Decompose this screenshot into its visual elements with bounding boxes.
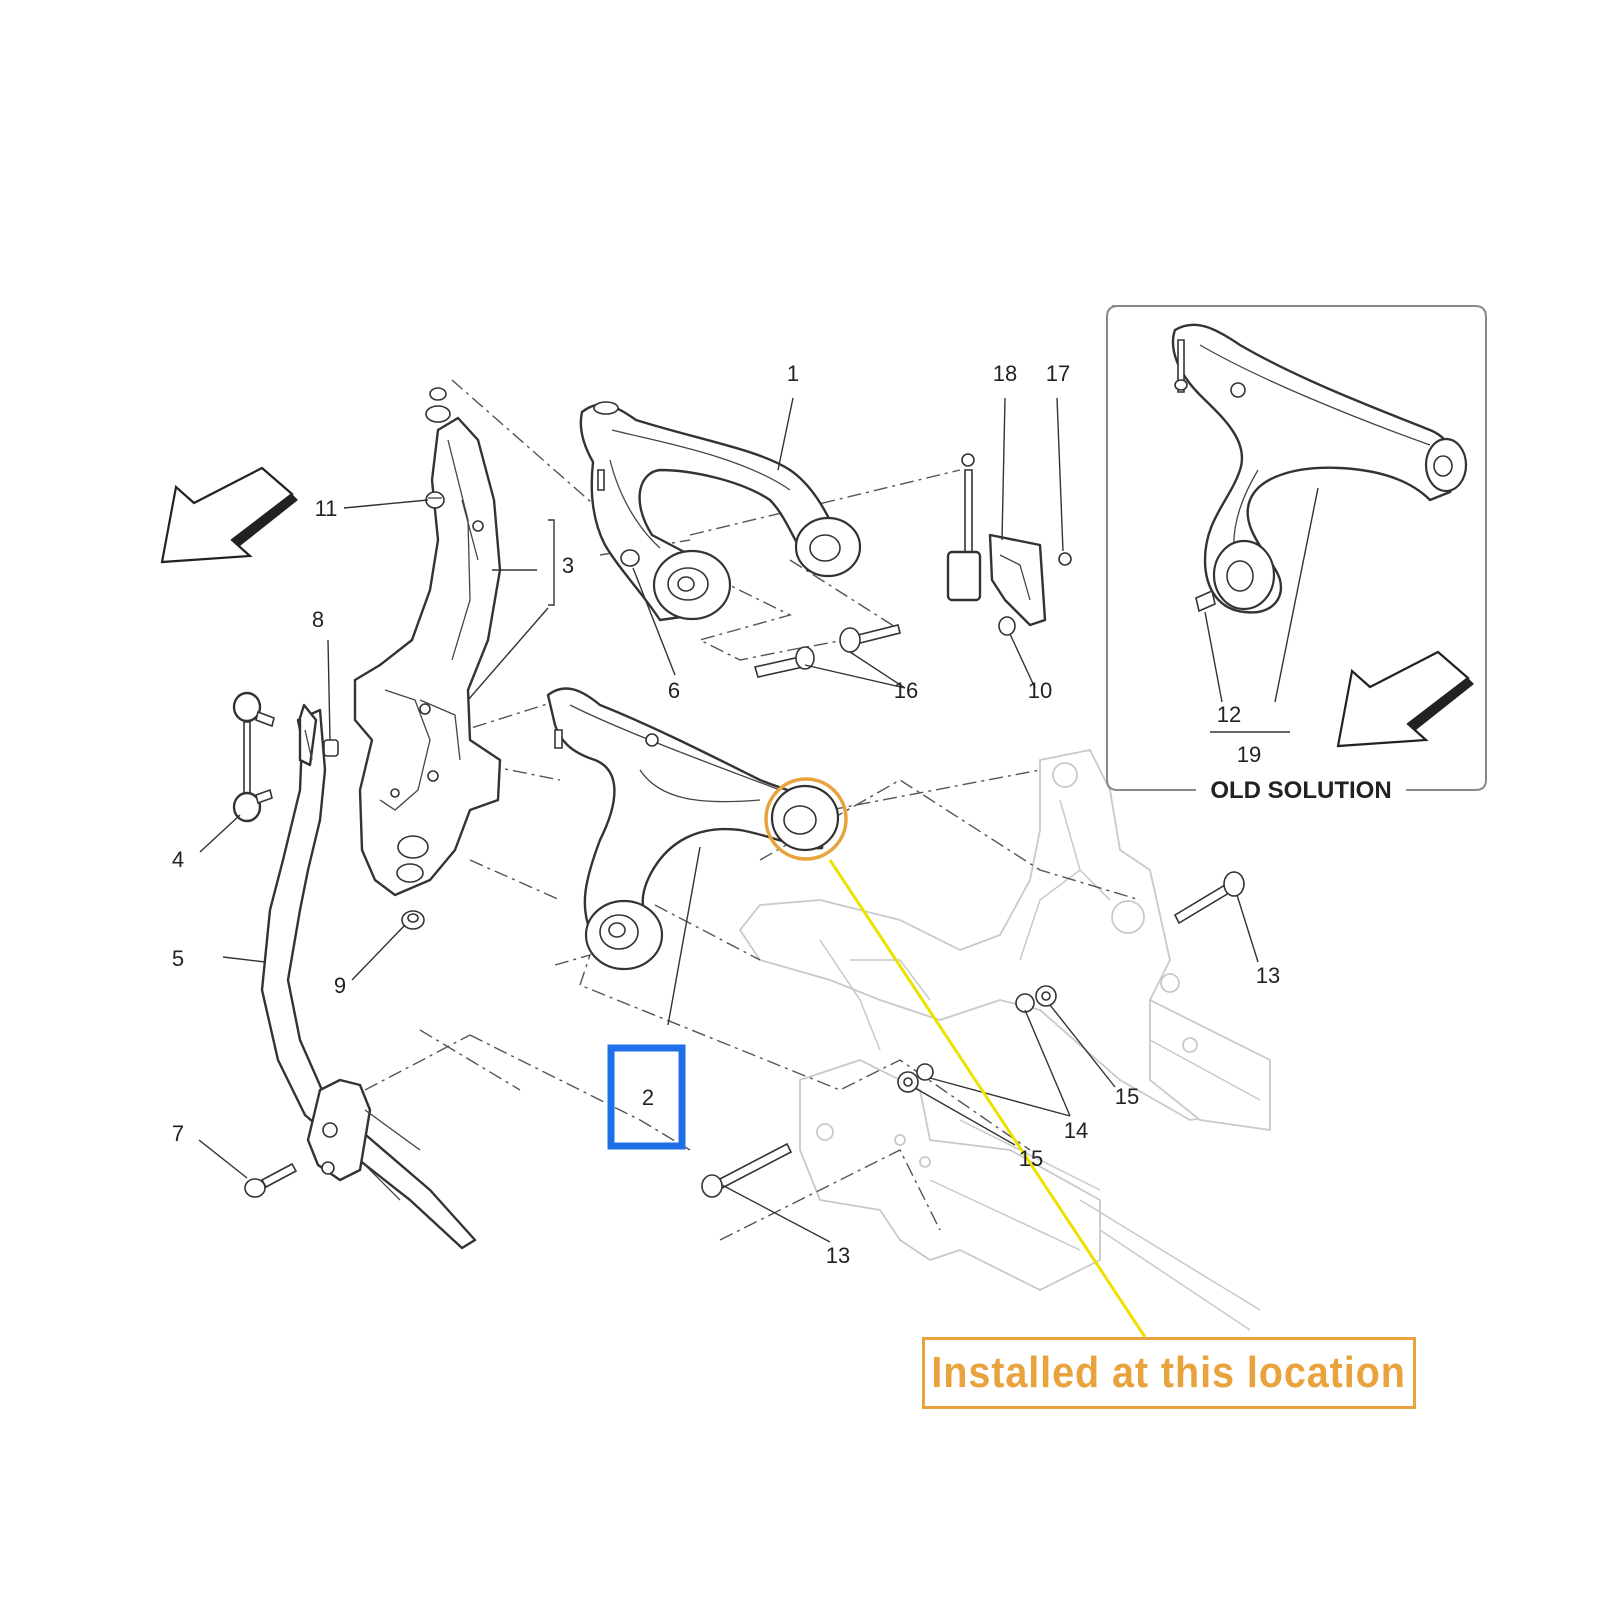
installation-note-text: Installed at this location [931,1348,1407,1397]
callout-13-lower: 13 [826,1243,850,1268]
inset-title: OLD SOLUTION [1210,777,1391,804]
screw-17 [1058,552,1072,566]
stabilizer-link [232,691,275,823]
nut-10 [998,616,1016,636]
callout-10: 10 [1028,678,1052,703]
installation-note: Installed at this location [922,1337,1416,1409]
callout-8: 8 [312,607,324,632]
nut-11 [425,491,445,509]
callout-18: 18 [993,361,1017,386]
bolt-13-lower [701,1142,793,1198]
height-sensor [946,453,1047,627]
callout-9: 9 [334,973,346,998]
direction-arrow-left [160,466,298,564]
callout-5: 5 [172,946,184,971]
nut-9 [401,910,425,930]
location-pointer-line [828,859,1147,1338]
bolts-16 [753,624,901,678]
callout-1: 1 [787,361,799,386]
old-solution-inset: 12 19 OLD SOLUTION [1106,305,1487,804]
location-highlight-circle [764,777,848,861]
callout-7: 7 [172,1121,184,1146]
callout-3: 3 [562,553,574,578]
washers-14-15 [897,985,1057,1093]
bolt-7 [244,1162,298,1198]
callout-labels: 1 11 3 8 6 16 10 18 17 4 5 9 7 2 13 13 1… [172,361,1280,1268]
callout-14: 14 [1064,1118,1088,1143]
callout-16: 16 [894,678,918,703]
callout-15-lower: 15 [1019,1146,1043,1171]
stabilizer-bar [260,703,477,1250]
part-highlight-box [607,1044,686,1150]
callout-12: 12 [1217,702,1241,727]
callout-15-right: 15 [1115,1084,1139,1109]
lower-control-arm [546,687,840,971]
callout-11: 11 [315,496,338,521]
bolt-13-upper [1173,871,1245,925]
upper-control-arm [579,401,862,622]
callout-19: 19 [1237,742,1261,767]
callout-4: 4 [172,847,184,872]
nut-6 [620,549,640,567]
direction-arrow-inset [1336,650,1474,748]
steering-knuckle [353,387,502,897]
callout-2: 2 [642,1085,654,1110]
nut-8 [323,739,339,757]
front-subframe [738,748,1272,1331]
callout-6: 6 [668,678,680,703]
callout-13-upper: 13 [1256,963,1280,988]
callout-17: 17 [1046,361,1070,386]
leader-lines [198,397,1259,1243]
